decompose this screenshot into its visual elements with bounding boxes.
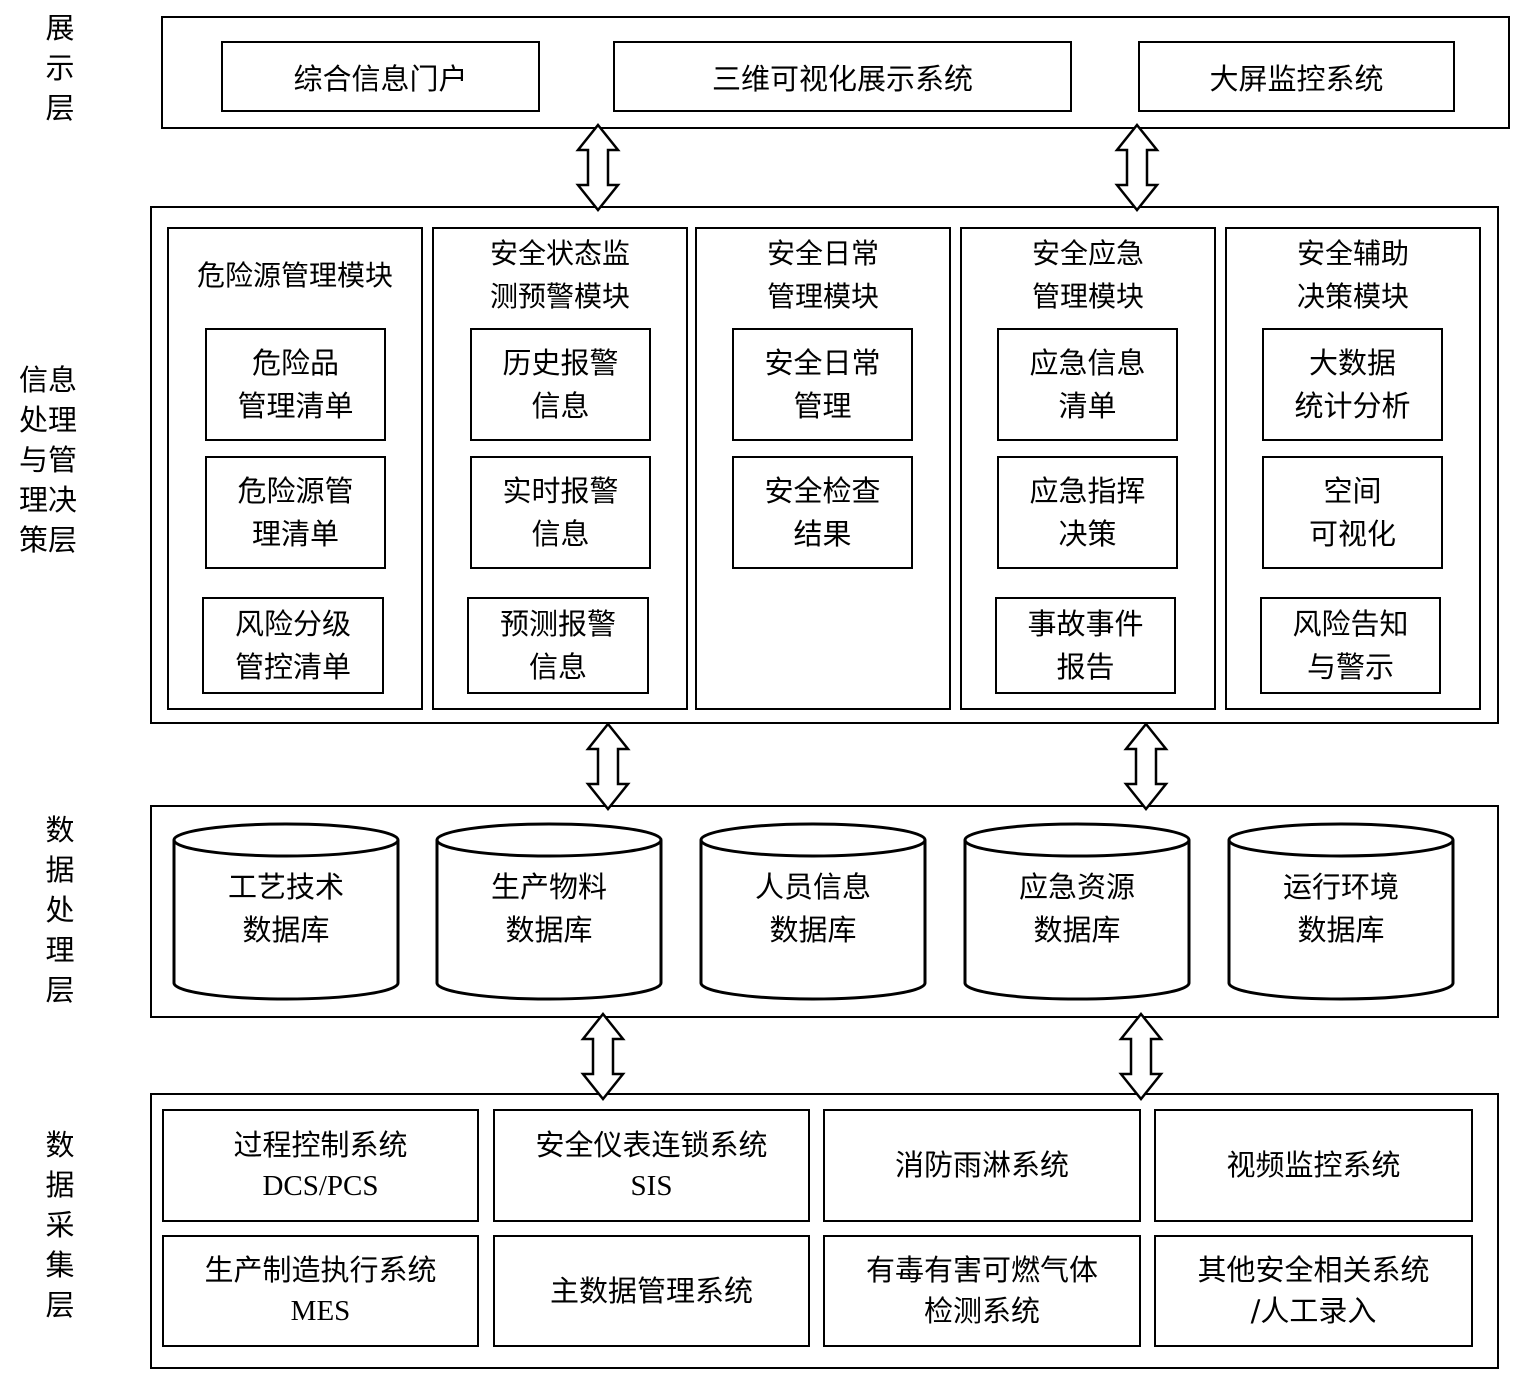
source-line1: 视频监控系统 [1226, 1148, 1401, 1182]
source-dcs-pcs: 过程控制系统 DCS/PCS [162, 1109, 479, 1222]
source-master-data: 主数据管理系统 [493, 1235, 810, 1347]
module-item: 危险源管 理清单 [205, 456, 386, 569]
double-arrow-icon [585, 721, 631, 812]
database-cylinder-top [963, 822, 1191, 858]
module-item: 安全日常 管理 [732, 328, 913, 441]
module-item: 危险品 管理清单 [205, 328, 386, 441]
database-label-emergency-resources: 应急资源 数据库 [1018, 870, 1135, 947]
module-item: 空间 可视化 [1262, 456, 1443, 569]
module-item: 风险分级 管控清单 [202, 597, 384, 694]
module-title: 安全辅助 决策模块 [1296, 237, 1409, 313]
database-label-process-tech: 工艺技术 数据库 [227, 870, 344, 947]
source-line1: 主数据管理系统 [549, 1273, 753, 1308]
source-line1: 安全仪表连锁系统 [535, 1127, 768, 1162]
double-arrow-icon [580, 1011, 626, 1102]
source-other: 其他安全相关系统/人工录入 [1154, 1235, 1473, 1347]
module-item: 风险告知 与警示 [1260, 597, 1441, 694]
database-cylinder-icon [699, 840, 927, 1001]
presentation-item-portal: 综合信息门户 [221, 41, 540, 112]
presentation-item-3d-visualization: 三维可视化展示系统 [613, 41, 1072, 112]
module-item: 实时报警 信息 [470, 456, 651, 569]
source-line1: 其他安全相关系统 [1197, 1253, 1430, 1287]
double-arrow-icon [575, 122, 621, 213]
module-title: 安全状态监 测预警模块 [489, 237, 630, 313]
module-item: 历史报警 信息 [470, 328, 651, 441]
layer-label-processing: 信息 处理 与管 理决 策层 [18, 363, 77, 557]
database-cylinder-icon [172, 840, 400, 1001]
source-line2: MES [290, 1295, 351, 1327]
database-cylinder-icon [963, 840, 1191, 1001]
source-gas-detection: 有毒有害可燃气体检测系统 [823, 1235, 1141, 1347]
database-cylinder-icon [435, 840, 663, 1001]
source-line1: 生产制造执行系统 [204, 1253, 437, 1287]
source-line2: /人工录入 [1250, 1294, 1377, 1328]
module-item: 事故事件 报告 [995, 597, 1176, 694]
module-item: 预测报警 信息 [467, 597, 649, 694]
double-arrow-icon [1114, 122, 1160, 213]
database-label-materials: 生产物料 数据库 [490, 870, 607, 947]
double-arrow-icon [1118, 1011, 1164, 1102]
source-line2: 检测系统 [923, 1294, 1040, 1328]
source-line2: SIS [630, 1169, 673, 1202]
module-item: 大数据 统计分析 [1262, 328, 1443, 441]
module-item: 应急信息 清单 [997, 328, 1178, 441]
module-item: 安全检查 结果 [732, 456, 913, 569]
source-line1: 有毒有害可燃气体 [865, 1253, 1098, 1287]
source-video-monitoring: 视频监控系统 [1154, 1109, 1473, 1222]
module-title: 安全应急 管理模块 [1031, 237, 1144, 313]
source-fire-deluge: 消防雨淋系统 [823, 1109, 1141, 1222]
database-cylinder-top [435, 822, 663, 858]
source-mes: 生产制造执行系统 MES [162, 1235, 479, 1347]
source-line1: 消防雨淋系统 [894, 1148, 1069, 1182]
database-cylinder-top [1227, 822, 1455, 858]
double-arrow-icon [1123, 721, 1169, 812]
module-title: 安全日常 管理模块 [766, 237, 879, 313]
layer-label-presentation: 展 示 层 [45, 11, 75, 125]
database-cylinder-top [172, 822, 400, 858]
layer-label-data-processing: 数 据 处 理 层 [45, 813, 75, 1007]
database-label-environment: 运行环境 数据库 [1282, 870, 1399, 947]
source-line2: DCS/PCS [262, 1169, 379, 1202]
source-line1: 过程控制系统 [233, 1127, 408, 1162]
database-cylinder-top [699, 822, 927, 858]
module-title: 危险源管理模块 [196, 258, 393, 292]
source-sis: 安全仪表连锁系统 SIS [493, 1109, 810, 1222]
database-cylinder-icon [1227, 840, 1455, 1001]
module-item: 应急指挥 决策 [997, 456, 1178, 569]
presentation-item-big-screen: 大屏监控系统 [1138, 41, 1455, 112]
layer-label-data-collection: 数 据 采 集 层 [45, 1128, 75, 1322]
database-label-personnel: 人员信息 数据库 [754, 870, 871, 947]
